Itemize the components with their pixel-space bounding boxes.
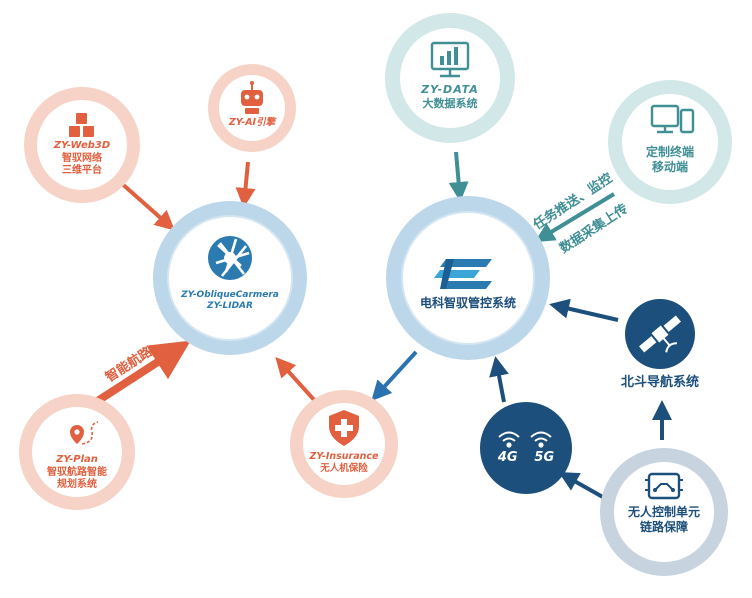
- cubes-icon: [69, 113, 94, 137]
- node-terminal: [608, 80, 732, 204]
- network-label: 4G 5G: [486, 450, 566, 466]
- e-logo-icon: [434, 259, 492, 289]
- data-title: ZY-DATA: [421, 83, 479, 96]
- monitor-chart-icon: [430, 41, 470, 78]
- node-data: [385, 13, 515, 143]
- web3d-title: ZY-Web3D: [53, 140, 111, 151]
- circuit-chip-icon: [645, 472, 683, 500]
- oblique-title: ZY-ObliqueCarmera: [181, 290, 279, 300]
- insurance-title: ZY-Insurance: [309, 451, 379, 462]
- node-network: [480, 402, 572, 494]
- insurance-line2: 无人机保险: [320, 462, 368, 474]
- network-5g: 5G: [534, 450, 555, 465]
- oblique-line2: ZY-LIDAR: [207, 301, 253, 312]
- beidou-title: 北斗导航系统: [620, 375, 699, 390]
- shield-cross-icon: [329, 410, 359, 446]
- edge-plan-to-oblique: [93, 340, 191, 406]
- unit-line2: 链路保障: [639, 520, 688, 534]
- robot-icon: [241, 81, 263, 114]
- insurance-label: ZY-Insurance 无人机保险: [294, 451, 394, 475]
- plan-line3: 规划系统: [57, 479, 97, 490]
- ai-label: ZY-AI引擎: [212, 117, 292, 129]
- node-unit: [600, 448, 728, 576]
- oblique-label: ZY-ObliqueCarmera ZY-LIDAR: [164, 290, 296, 313]
- plan-line2: 智驭航路智能: [47, 466, 107, 478]
- web3d-label: ZY-Web3D 智驭网络 三维平台: [32, 140, 132, 178]
- plan-title: ZY-Plan: [56, 454, 98, 465]
- unit-label: 无人控制单元 链路保障: [604, 505, 724, 535]
- beidou-label: 北斗导航系统: [600, 375, 720, 391]
- unit-line1: 无人控制单元: [627, 505, 700, 519]
- edge-data-to-control: [448, 151, 469, 202]
- edge-insurance-to-oblique: [275, 357, 318, 404]
- plan-label: ZY-Plan 智驭航路智能 规划系统: [27, 454, 127, 492]
- edge-beidou-to-control: [549, 298, 619, 322]
- devices-icon: [650, 104, 695, 134]
- aperture-icon: [208, 236, 252, 280]
- edge-web3d-to-oblique: [118, 180, 175, 231]
- edge-control-to-insurance: [371, 350, 418, 401]
- edges: [93, 151, 672, 502]
- terminal-line1: 定制终端: [645, 145, 694, 159]
- web3d-line3: 三维平台: [62, 165, 102, 176]
- network-4g: 4G: [497, 450, 518, 465]
- data-line2: 大数据系统: [422, 96, 478, 110]
- route-pin-icon: [70, 421, 99, 445]
- ai-title: ZY-AI引擎: [228, 117, 276, 128]
- edge-network-to-control: [489, 356, 509, 403]
- control-label: 电科智驭管控系统: [402, 296, 534, 311]
- control-title: 电科智驭管控系统: [419, 296, 516, 310]
- web3d-line2: 智驭网络: [62, 152, 102, 164]
- wifi-icon: [498, 431, 552, 448]
- terminal-label: 定制终端 移动端: [620, 145, 720, 175]
- edge-unit-to-network: [558, 472, 609, 502]
- edge-ai-to-oblique: [235, 161, 256, 208]
- data-label: ZY-DATA 大数据系统: [395, 83, 505, 111]
- node-web3d: [24, 87, 140, 203]
- terminal-line2: 移动端: [651, 160, 688, 174]
- edge-terminal-to-control: [534, 192, 616, 243]
- node-plan: [19, 394, 135, 510]
- satellite-icon: [639, 315, 681, 353]
